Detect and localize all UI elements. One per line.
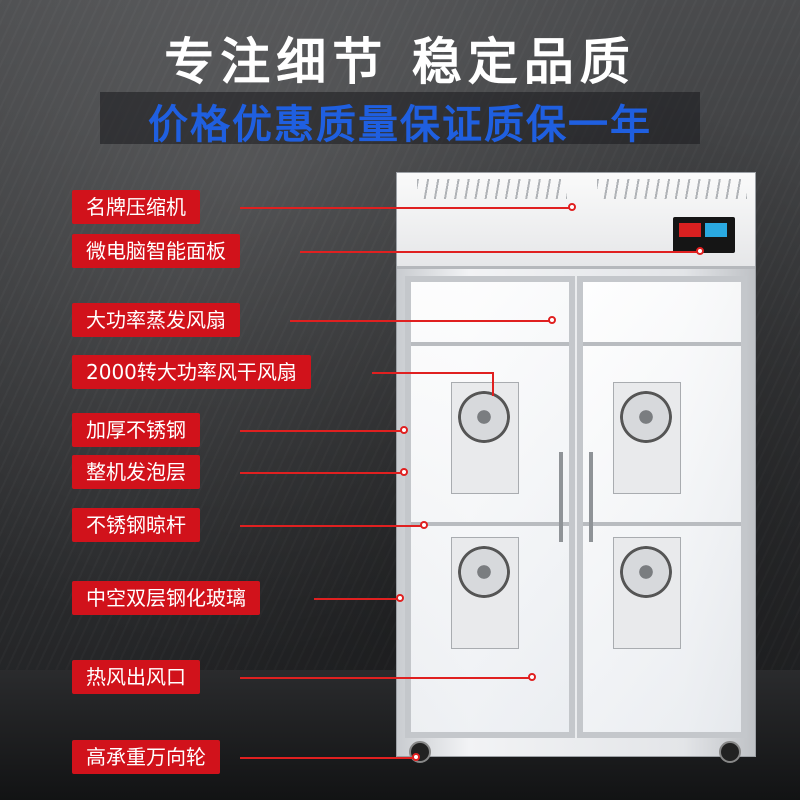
headline: 专注细节 稳定品质 [164, 33, 636, 91]
leader-line [240, 677, 532, 679]
control-panel [673, 217, 735, 253]
leader-dot [396, 594, 404, 602]
leader-line [300, 251, 700, 253]
leader-dot [400, 468, 408, 476]
callout-control-panel: 微电脑智能面板 [72, 234, 240, 268]
hanging-rail [583, 342, 741, 346]
leader-dot [568, 203, 576, 211]
callout-hanging-rod: 不锈钢晾杆 [72, 508, 200, 542]
leader-dot [400, 426, 408, 434]
leader-line [240, 757, 416, 759]
leader-line [240, 207, 572, 209]
fan-icon [620, 391, 672, 443]
door-handle [559, 452, 563, 542]
leader-line [290, 320, 552, 322]
hanging-rail [583, 522, 741, 526]
door-handle [589, 452, 593, 542]
callout-stainless-steel: 加厚不锈钢 [72, 413, 200, 447]
leader-line [240, 430, 404, 432]
hanging-rail [411, 342, 569, 346]
temp-display-blue [705, 223, 727, 237]
callout-hot-air-outlet: 热风出风口 [72, 660, 200, 694]
fan-unit [451, 382, 519, 494]
left-glass-door [405, 276, 575, 738]
leader-dot [528, 673, 536, 681]
subheadline: 价格优惠质量保证质保一年 [148, 102, 652, 148]
callout-compressor: 名牌压缩机 [72, 190, 200, 224]
refrigerator-image [396, 172, 756, 763]
leader-dot [696, 247, 704, 255]
vent-right [597, 179, 747, 199]
fan-icon [458, 391, 510, 443]
leader-dot [548, 316, 556, 324]
leader-dot [412, 753, 420, 761]
hanging-rail [411, 522, 569, 526]
callout-tempered-glass: 中空双层钢化玻璃 [72, 581, 260, 615]
fan-unit [613, 537, 681, 649]
fan-icon [620, 546, 672, 598]
fan-icon [458, 546, 510, 598]
callout-caster-wheels: 高承重万向轮 [72, 740, 220, 774]
leader-line [372, 372, 494, 374]
fan-unit [613, 382, 681, 494]
temp-display-red [679, 223, 701, 237]
vent-left [417, 179, 567, 199]
leader-dot [420, 521, 428, 529]
leader-line [240, 525, 424, 527]
callout-foam-layer: 整机发泡层 [72, 455, 200, 489]
fan-unit [451, 537, 519, 649]
callout-evaporator-fan: 大功率蒸发风扇 [72, 303, 240, 337]
compressor-top [397, 173, 755, 269]
callout-drying-fan: 2000转大功率风干风扇 [72, 355, 311, 389]
right-glass-door [577, 276, 747, 738]
leader-line [492, 372, 494, 396]
caster-wheel-icon [719, 741, 741, 763]
leader-line [240, 472, 404, 474]
leader-line [314, 598, 400, 600]
subheadline-band [100, 92, 700, 144]
